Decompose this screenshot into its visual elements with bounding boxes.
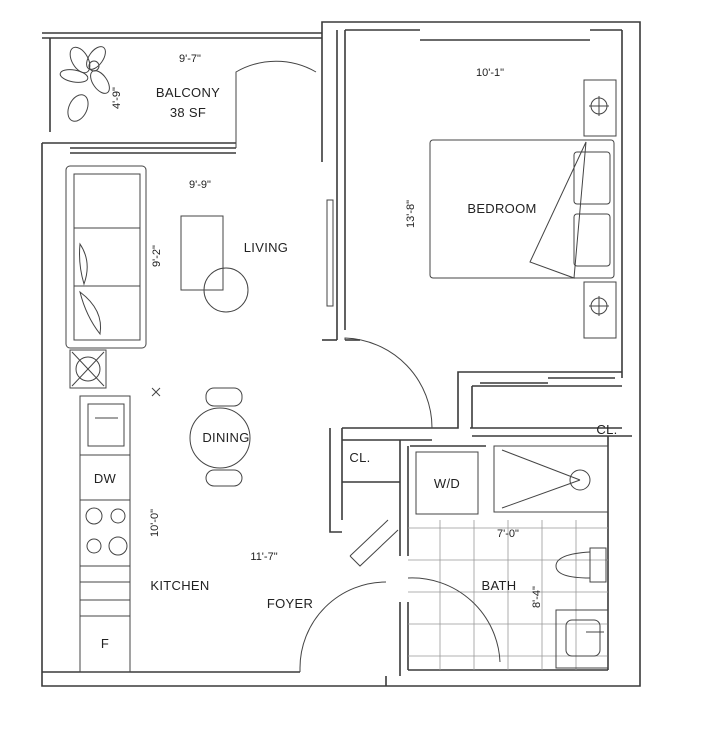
bath-label: BATH bbox=[482, 578, 517, 593]
bath-width: 7'-0" bbox=[497, 528, 519, 540]
plant-icon bbox=[59, 46, 110, 122]
balcony-width: 9'-7" bbox=[179, 53, 201, 65]
living-depth: 9'-2" bbox=[151, 245, 163, 267]
kitchen-counter bbox=[79, 395, 131, 673]
armchair bbox=[203, 267, 249, 313]
bath-tiles bbox=[408, 520, 608, 670]
nightstand-top bbox=[583, 79, 617, 137]
bedroom-label: BEDROOM bbox=[467, 201, 536, 216]
washer-dryer bbox=[415, 451, 479, 515]
laundry-label: W/D bbox=[434, 476, 460, 491]
nightstand-bottom bbox=[583, 281, 617, 339]
shower bbox=[493, 445, 609, 513]
bedroom-closet-label: CL. bbox=[596, 422, 617, 437]
dining-label: DINING bbox=[202, 430, 249, 445]
balcony-area: 38 SF bbox=[170, 105, 206, 120]
sofa bbox=[65, 165, 147, 349]
bedroom-width: 10'-1" bbox=[476, 67, 504, 79]
coffee-table bbox=[180, 215, 224, 291]
kitchen-depth: 10'-0" bbox=[149, 509, 161, 537]
toilet bbox=[555, 547, 607, 583]
living-width: 9'-9" bbox=[189, 179, 211, 191]
bedroom-depth: 13'-8" bbox=[405, 200, 417, 228]
vanity bbox=[555, 609, 609, 669]
fixtures bbox=[59, 46, 617, 673]
balcony-depth: 4'-9" bbox=[111, 87, 123, 109]
dishwasher-label: DW bbox=[94, 471, 117, 486]
foyer-closet-label: CL. bbox=[349, 450, 370, 465]
markers bbox=[151, 387, 161, 397]
living-label: LIVING bbox=[244, 240, 288, 255]
fan-symbol bbox=[69, 349, 107, 389]
fridge-label: F bbox=[101, 636, 109, 651]
entry-door-swing bbox=[299, 581, 387, 672]
sliding-door bbox=[326, 199, 334, 307]
bed bbox=[429, 139, 615, 279]
walls bbox=[41, 21, 641, 687]
foyer-width: 11'-7" bbox=[250, 551, 277, 563]
kitchen-label: KITCHEN bbox=[150, 578, 209, 593]
dining-table bbox=[189, 387, 251, 487]
balcony-label: BALCONY bbox=[156, 85, 220, 100]
foyer-label: FOYER bbox=[267, 596, 313, 611]
bath-door-swing bbox=[407, 577, 501, 663]
closet-door bbox=[349, 519, 399, 567]
bath-depth: 8'-4" bbox=[531, 586, 543, 608]
